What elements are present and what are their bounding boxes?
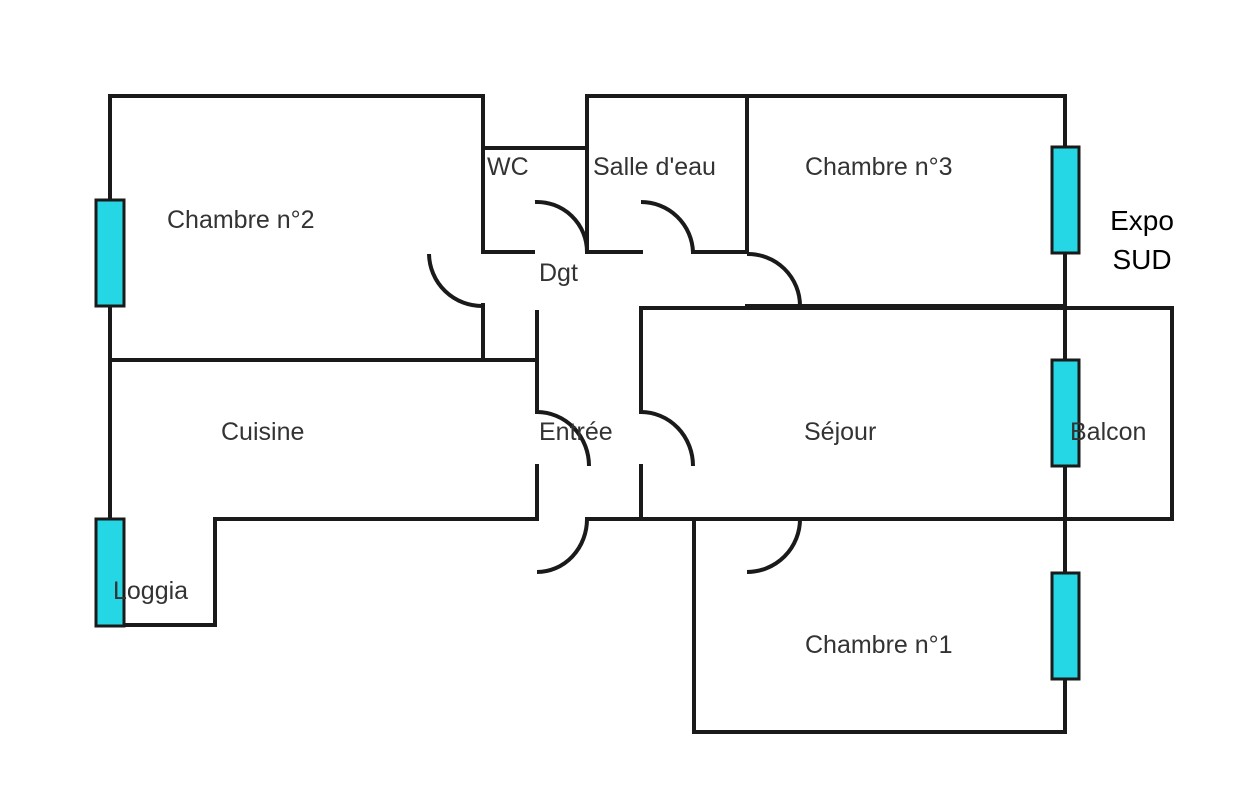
orientation-line1: Expo — [1110, 205, 1174, 236]
label-chambre1: Chambre n°1 — [805, 631, 953, 659]
doors — [427, 199, 802, 574]
label-chambre2: Chambre n°2 — [167, 206, 315, 234]
door-entree — [536, 518, 589, 574]
label-chambre3: Chambre n°3 — [805, 153, 953, 181]
window-loggia — [94, 517, 126, 628]
room-labels: Chambre n°2 WC Salle d'eau Chambre n°3 D… — [113, 153, 1146, 659]
door-sejour-left — [640, 410, 695, 467]
window-chambre3 — [1050, 145, 1081, 255]
windows — [94, 145, 1081, 681]
label-salle-eau: Salle d'eau — [593, 153, 716, 181]
label-balcon: Balcon — [1070, 418, 1146, 446]
window-sejour — [1050, 358, 1081, 468]
label-sejour: Séjour — [804, 418, 876, 446]
door-wc — [534, 199, 589, 253]
door-cuisine — [536, 410, 591, 467]
label-loggia: Loggia — [113, 577, 188, 605]
label-dgt: Dgt — [539, 259, 578, 287]
door-salle-eau — [640, 200, 695, 253]
label-wc: WC — [487, 153, 529, 181]
door-chambre3 — [746, 251, 802, 307]
label-entree: Entrée — [539, 418, 613, 446]
window-chambre1 — [1050, 571, 1081, 681]
orientation-line2: SUD — [1112, 244, 1171, 275]
door-chambre1 — [746, 518, 802, 574]
door-chambre2 — [427, 253, 484, 309]
orientation-label: Expo SUD — [1110, 205, 1174, 275]
label-cuisine: Cuisine — [221, 418, 304, 446]
window-chambre2 — [94, 198, 126, 308]
